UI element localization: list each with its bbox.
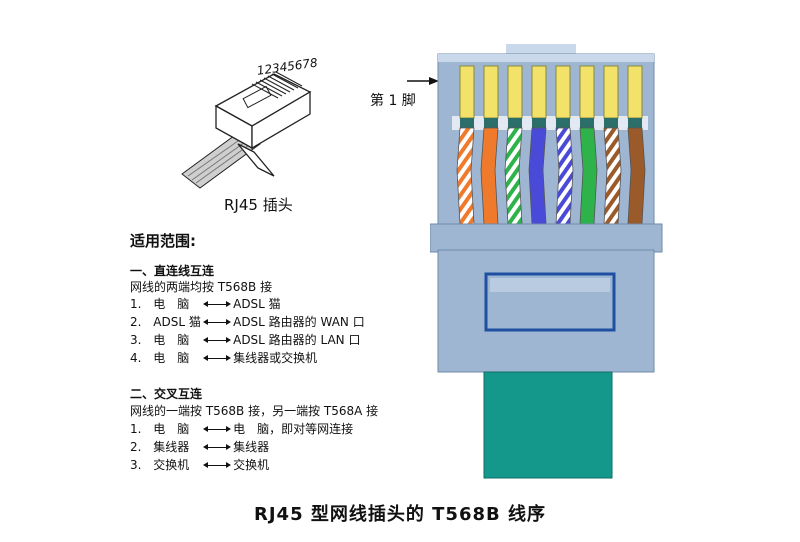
pin-1-label: 第 1 脚 — [370, 93, 416, 109]
row-num: 1. — [130, 297, 142, 311]
row-right: ADSL 猫 — [233, 297, 281, 311]
double-arrow-icon — [203, 461, 232, 471]
row-left: 电 脑 — [153, 422, 190, 436]
row-right: 电 脑，即对等网连接 — [233, 422, 354, 436]
row-right: ADSL 路由器的 WAN 口 — [233, 315, 365, 329]
row-right: 交换机 — [233, 458, 270, 472]
wire-3 — [504, 127, 523, 225]
row-num: 3. — [130, 458, 142, 472]
contact-pin-4 — [531, 65, 547, 119]
crossover-row-2: 2. 集线器 集线器 — [130, 438, 269, 455]
wire-2 — [480, 127, 499, 225]
pin-collar-8 — [628, 118, 642, 128]
row-left: 集线器 — [153, 440, 190, 454]
plug-neck — [430, 223, 663, 253]
double-arrow-icon — [203, 443, 232, 453]
plug-caption: RJ45 插头 — [224, 196, 293, 214]
row-left: 交换机 — [153, 458, 190, 472]
row-num: 1. — [130, 422, 142, 436]
row-right: 集线器 — [233, 440, 270, 454]
cable-jacket — [483, 371, 613, 479]
wire-8 — [627, 127, 646, 225]
straight-row-1: 1. 电 脑 ADSL 猫 — [130, 295, 281, 312]
contact-pin-6 — [579, 65, 595, 119]
ribbon-cable — [181, 129, 261, 189]
plug-contacts — [251, 71, 303, 99]
pin-collar-7 — [604, 118, 618, 128]
row-right: ADSL 路由器的 LAN 口 — [233, 333, 361, 347]
crossover-row-3: 3. 交换机 交换机 — [130, 456, 269, 473]
wire-group — [456, 65, 646, 225]
pin-collar-3 — [508, 118, 522, 128]
double-arrow-icon — [203, 425, 232, 435]
double-arrow-icon — [203, 354, 232, 364]
row-left: 电 脑 — [153, 333, 190, 347]
latch-window-inner — [490, 278, 610, 292]
wire-6 — [579, 127, 598, 225]
pin-collar-2 — [484, 118, 498, 128]
wire-5 — [555, 127, 574, 225]
wire-7 — [603, 127, 622, 225]
wire-4 — [528, 127, 547, 225]
straight-note: 网线的两端均按 T568B 接 — [130, 280, 273, 294]
row-right: 集线器或交换机 — [233, 351, 318, 365]
pin-collar-1 — [460, 118, 474, 128]
row-num: 4. — [130, 351, 142, 365]
row-left: 电 脑 — [153, 297, 190, 311]
contact-pin-2 — [483, 65, 499, 119]
t568b-plug-diagram — [430, 44, 663, 479]
contact-pin-7 — [603, 65, 619, 119]
straight-row-2: 2. ADSL 猫 ADSL 路由器的 WAN 口 — [130, 313, 365, 330]
straight-row-3: 3. 电 脑 ADSL 路由器的 LAN 口 — [130, 331, 360, 348]
pin-collar-4 — [532, 118, 546, 128]
double-arrow-icon — [203, 318, 232, 328]
wire-1 — [456, 127, 475, 225]
straight-heading: 一、直连线互连 — [130, 264, 215, 278]
usage-title: 适用范围: — [130, 232, 196, 250]
row-left: 电 脑 — [153, 351, 190, 365]
row-num: 3. — [130, 333, 142, 347]
row-left: ADSL 猫 — [153, 315, 201, 329]
crossover-note: 网线的一端按 T568B 接，另一端按 T568A 接 — [130, 404, 379, 418]
main-caption: RJ45 型网线插头的 T568B 线序 — [254, 504, 546, 525]
contact-pin-8 — [627, 65, 643, 119]
pin-collar-5 — [556, 118, 570, 128]
pin-collar-6 — [580, 118, 594, 128]
row-num: 2. — [130, 315, 142, 329]
crossover-heading: 二、交叉互连 — [130, 387, 203, 401]
contact-band — [452, 116, 648, 130]
straight-row-4: 4. 电 脑 集线器或交换机 — [130, 349, 317, 366]
double-arrow-icon — [203, 336, 232, 346]
plug-head-shade — [438, 54, 654, 62]
crossover-row-1: 1. 电 脑 电 脑，即对等网连接 — [130, 420, 353, 437]
row-num: 2. — [130, 440, 142, 454]
pin-1-pointer-arrow-icon — [407, 77, 439, 85]
small-rj45-plug-illustration — [181, 71, 312, 189]
contact-pin-1 — [459, 65, 475, 119]
contact-pin-3 — [507, 65, 523, 119]
double-arrow-icon — [203, 300, 232, 310]
plug-top-tab — [506, 44, 576, 56]
contact-pin-5 — [555, 65, 571, 119]
